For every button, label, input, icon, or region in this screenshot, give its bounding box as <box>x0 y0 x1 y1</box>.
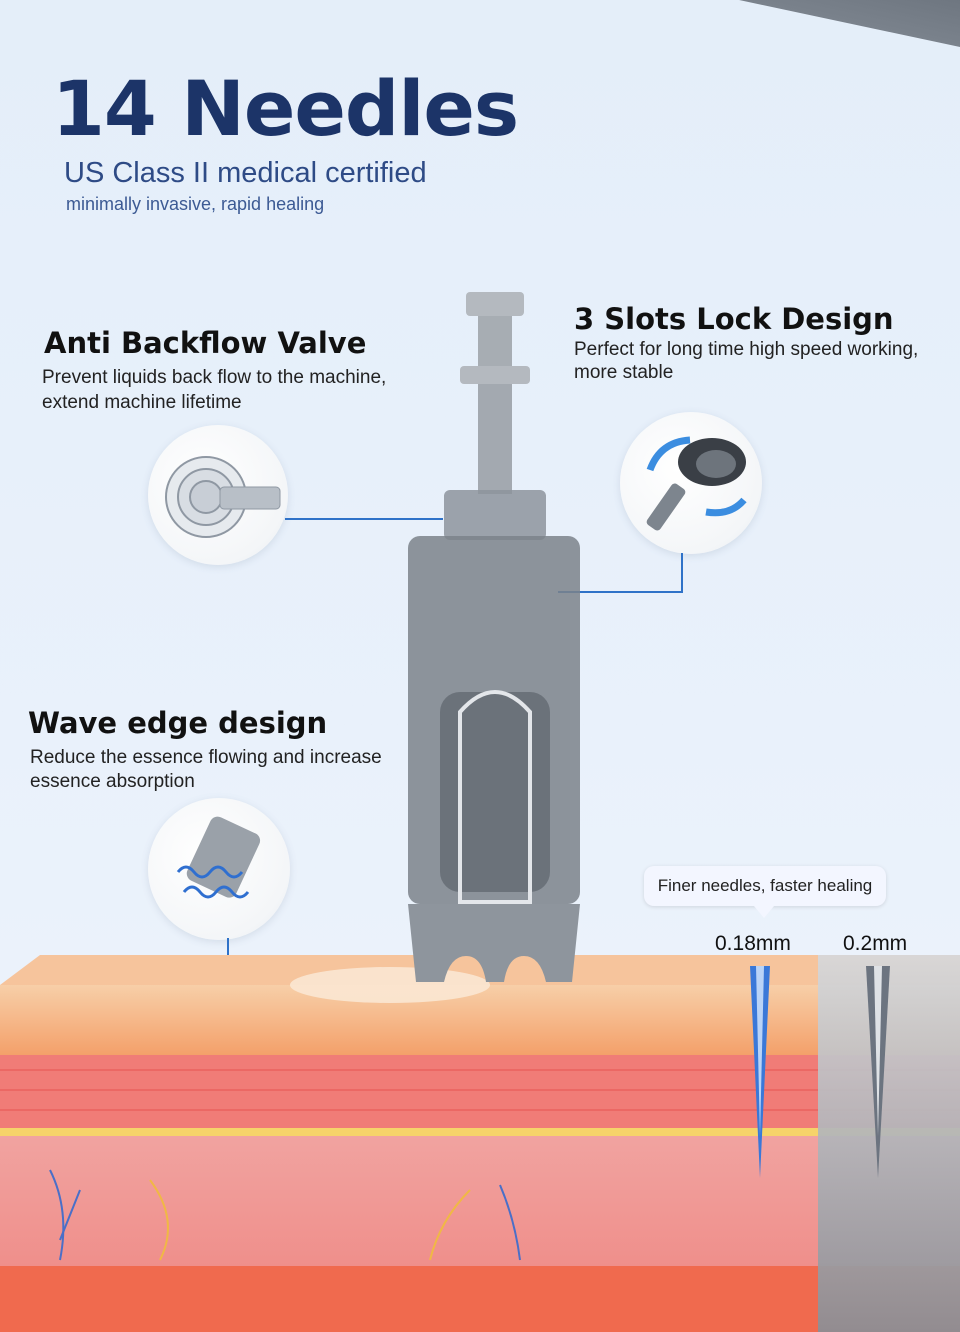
skin-cross-section <box>0 955 960 1332</box>
valve-detail-image <box>148 425 288 565</box>
needle-comparison-tooltip: Finer needles, faster healing <box>644 866 886 918</box>
anti-backflow-line2: extend machine lifetime <box>42 392 242 413</box>
wave-edge-icon <box>176 816 261 899</box>
anti-backflow-leader <box>285 518 443 520</box>
rotate-lock-icon <box>646 436 747 531</box>
corner-decoration <box>450 0 960 68</box>
slots-lock-line2: more stable <box>574 362 674 383</box>
anti-backflow-title: Anti Backflow Valve <box>44 326 367 360</box>
slots-lock-line1: Perfect for long time high speed working… <box>574 339 919 360</box>
page-title: 14 Needles <box>52 64 519 153</box>
wave-edge-leader-vertical <box>227 938 229 960</box>
anti-backflow-line1: Prevent liquids back flow to the machine… <box>42 367 387 388</box>
needle-cartridge <box>408 292 580 982</box>
wave-edge-line2: essence absorption <box>30 771 195 792</box>
lock-detail-image <box>620 412 762 554</box>
wave-edge-detail-image <box>148 798 290 940</box>
fine-needle-label: 0.18mm <box>715 932 791 955</box>
tagline: minimally invasive, rapid healing <box>66 194 325 214</box>
wave-edge-line1: Reduce the essence flowing and increase <box>30 747 382 768</box>
slots-lock-leader-vertical <box>681 553 683 593</box>
fine-needle-icon <box>750 966 770 1178</box>
standard-needle-icon <box>866 966 890 1178</box>
slots-lock-title: 3 Slots Lock Design <box>574 302 894 336</box>
valve-icon <box>165 456 281 538</box>
standard-needle-label: 0.2mm <box>843 932 908 955</box>
slots-lock-leader-horizontal <box>558 591 683 593</box>
wave-edge-title: Wave edge design <box>28 706 328 740</box>
certification-subtitle: US Class II medical certified <box>64 157 427 189</box>
